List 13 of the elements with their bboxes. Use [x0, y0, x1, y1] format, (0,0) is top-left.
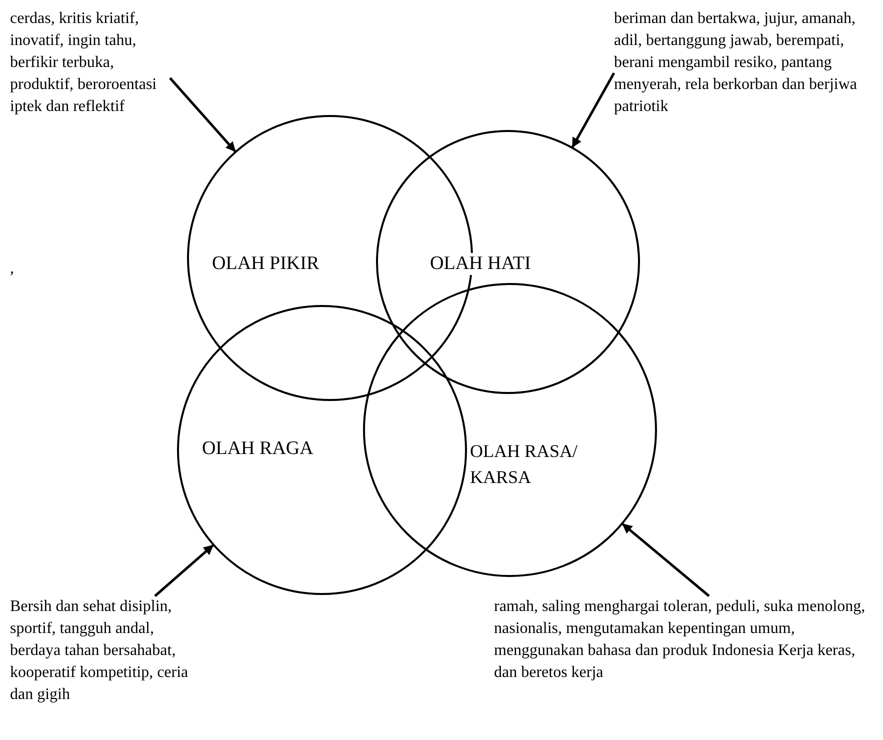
- arrow: [169, 77, 236, 152]
- trait-list: cerdas, kritis kriatif, inovatif, ingin tahu, berfikir terbuka, produktif, beroroentasi iptek dan reflektif: [10, 8, 170, 118]
- trait-list: ramah, saling menghargai toleran, peduli, suka menolong, nasionalis, mengutamakan kepentingan umum, menggunakan bahasa dan produk Indonesia Kerja keras, dan beretos kerja: [494, 596, 879, 684]
- venn-circle: [177, 305, 467, 595]
- circle-label: OLAH HATI: [430, 253, 531, 275]
- trait-list: Bersih dan sehat disiplin, sportif, tangguh andal, berdaya tahan bersahabat, kooperatif kompetitip, ceria dan gigih: [10, 596, 200, 706]
- note-text: ,: [10, 259, 14, 279]
- venn-circle: [363, 283, 657, 577]
- trait-list: beriman dan bertakwa, jujur, amanah, adil, bertanggung jawab, berempati, berani mengambil resiko, pantang menyerah, rela berkorban dan berjiwa patriotik: [614, 8, 876, 118]
- arrow: [622, 523, 710, 597]
- arrow: [571, 72, 616, 148]
- arrow: [154, 544, 214, 597]
- venn-circle: [376, 130, 640, 394]
